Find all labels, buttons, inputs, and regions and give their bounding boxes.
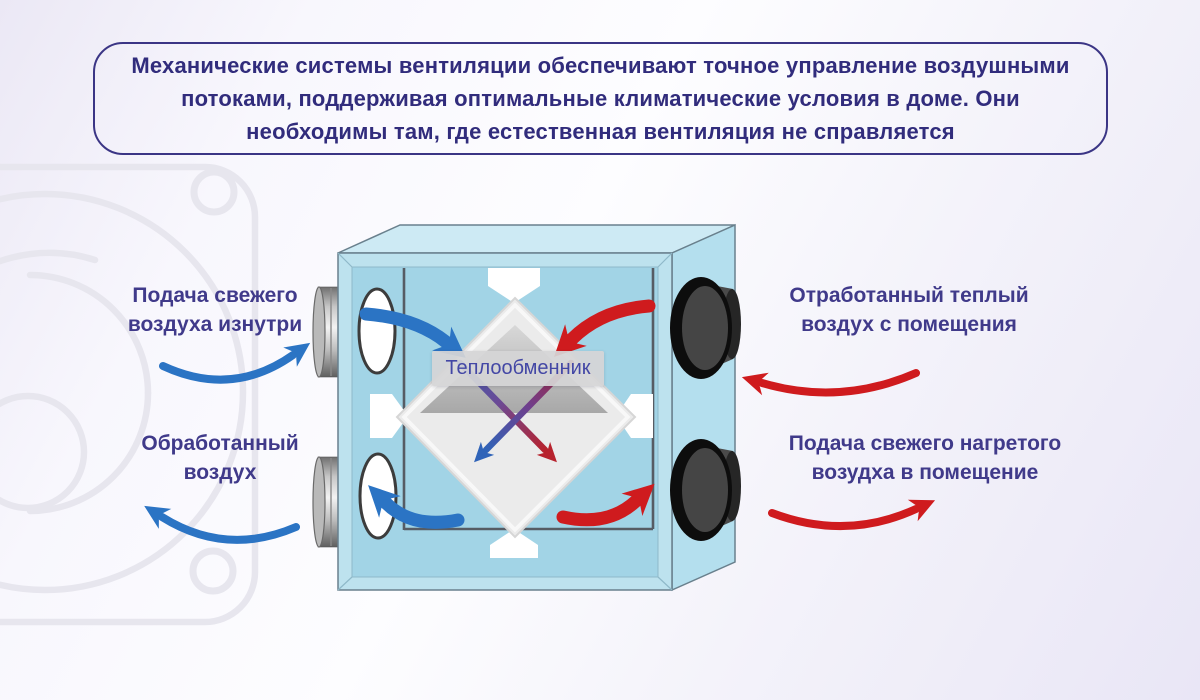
heat-exchanger-label: Теплообменник [432, 351, 604, 386]
arrow-processed-air-out [144, 505, 300, 544]
header-text: Механические системы вентиляции обеспечи… [131, 53, 1070, 144]
label-line: Подача свежего [132, 284, 298, 307]
round-opening-top-left [357, 287, 397, 375]
label-supply-heated-air: Подача свежего нагретого возудха в помещ… [765, 430, 1085, 488]
duct-opening-top [488, 268, 540, 303]
panel-arrow-exhaust-red [554, 299, 656, 357]
label-line: Обработанный [141, 432, 299, 455]
round-opening-bottom-left [358, 452, 398, 540]
duct-opening-left [370, 394, 408, 438]
label-line: воздуха изнутри [127, 312, 303, 336]
panel-arrow-supply-red [556, 483, 655, 527]
arrow-supply-heated-out [768, 499, 936, 531]
fan-outline-icon [0, 163, 259, 626]
recuperator-unit [312, 223, 741, 592]
panel-arrow-outlet-blue [368, 485, 465, 529]
label-line: возудха в помещение [811, 460, 1039, 484]
right-duct-port-top [670, 277, 741, 379]
label-line: воздух с помещения [801, 312, 1017, 336]
arrow-supply-fresh-inside [159, 342, 311, 384]
header-box: Механические системы вентиляции обеспечи… [93, 42, 1108, 155]
label-line: Отработанный теплый [789, 284, 1029, 307]
panel-arrow-intake-blue [359, 307, 466, 358]
box-bevel-lines [337, 252, 673, 591]
label-exhaust-warm-air: Отработанный теплый воздух с помещения [769, 282, 1049, 340]
label-line: Подача свежего нагретого [788, 432, 1062, 455]
label-processed-air: Обработанный воздух [105, 430, 335, 488]
label-line: воздух [183, 460, 257, 484]
right-duct-port-bottom [670, 439, 741, 541]
label-supply-fresh-inside: Подача свежего воздуха изнутри [100, 282, 330, 340]
duct-opening-bottom [490, 529, 538, 558]
arrow-exhaust-warm-in [741, 369, 920, 397]
box-top-face [337, 224, 736, 254]
